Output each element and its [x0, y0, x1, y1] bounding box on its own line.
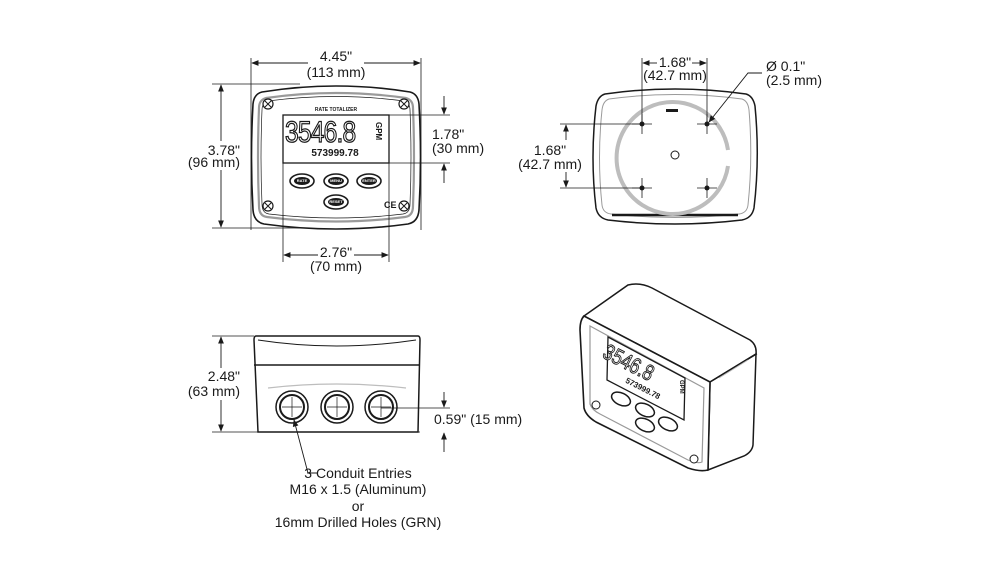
rate-reading: 3546.8	[284, 116, 356, 149]
reset-button-shape	[323, 194, 349, 210]
enter-button-shape	[356, 173, 382, 189]
iso-housing-side	[707, 352, 757, 472]
hole-diameter-inches: Ø 0.1"	[766, 58, 806, 74]
conduit-note-line-1: 3 Conduit Entries	[304, 465, 412, 481]
front-view	[212, 58, 450, 262]
rate-button-shape	[289, 173, 315, 189]
conduit-entry-icon	[364, 390, 398, 424]
rate-button[interactable]: RATE	[296, 178, 308, 183]
iso-view	[579, 283, 758, 472]
iso-housing-top	[582, 283, 757, 383]
conduit-note-line-2: M16 x 1.5 (Aluminum)	[289, 481, 427, 497]
hole-spacing-vertical-inches: 1.68"	[533, 142, 567, 158]
display-width-mm: (70 mm)	[309, 258, 363, 274]
back-view	[560, 58, 762, 225]
hole-spacing-horizontal-mm: (42.7 mm)	[643, 67, 707, 83]
display-height-mm: (30 mm)	[432, 140, 485, 156]
screw-icon	[398, 200, 410, 212]
units-label: GPM	[374, 122, 383, 141]
ce-mark: CE	[384, 200, 397, 210]
conduit-entry-icon	[275, 390, 309, 424]
enter-button[interactable]: ENTER	[362, 178, 376, 183]
hole-spacing-horizontal-inches: 1.68"	[658, 54, 692, 70]
reset-button[interactable]: RESET	[329, 199, 343, 204]
front-width-inches: 4.45"	[319, 48, 353, 64]
menu-button[interactable]: MENU	[330, 178, 342, 183]
iso-units: GPM	[678, 380, 684, 394]
iso-display	[606, 335, 686, 422]
depth-inches: 2.48"	[207, 368, 240, 384]
front-height-mm: (96 mm)	[187, 154, 240, 170]
front-height-inches: 3.78"	[207, 142, 240, 158]
screw-icon	[398, 98, 410, 110]
conduit-note-line-4: 16mm Drilled Holes (GRN)	[274, 514, 442, 530]
depth-mm: (63 mm)	[187, 383, 240, 399]
device-title: RATE TOTALIZER	[314, 107, 358, 113]
display-width-inches: 2.76"	[319, 244, 353, 260]
screw-icon	[262, 200, 274, 212]
conduit-note-line-3: or	[351, 498, 365, 514]
hole-spacing-vertical-mm: (42.7 mm)	[518, 156, 582, 172]
total-reading: 573999.78	[311, 148, 359, 159]
front-width-mm: (113 mm)	[306, 64, 366, 80]
menu-button-shape	[323, 173, 349, 189]
display-height-inches: 1.78"	[432, 126, 465, 142]
front-display	[282, 114, 390, 164]
conduit-height-label: 0.59" (15 mm)	[434, 411, 523, 427]
conduit-entry-icon	[320, 390, 354, 424]
screw-icon	[262, 98, 274, 110]
hole-diameter-mm: (2.5 mm)	[766, 72, 822, 88]
bottom-view	[212, 335, 450, 474]
mounting-hole-icon	[697, 178, 717, 198]
